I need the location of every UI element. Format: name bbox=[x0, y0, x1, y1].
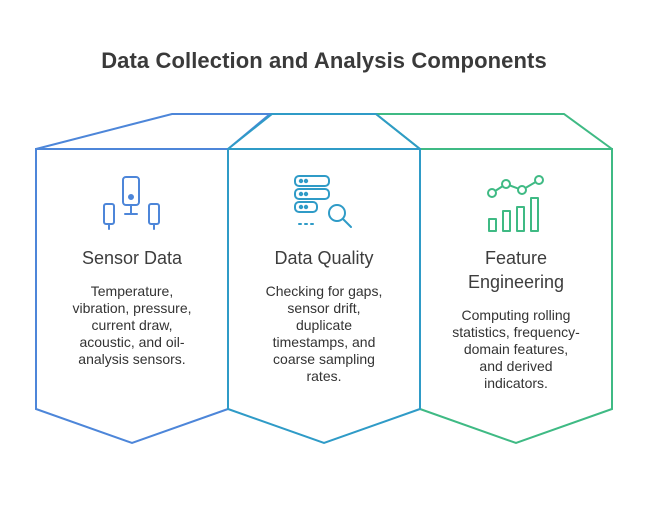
sensor-data-description: Temperature, vibration, pressure, curren… bbox=[72, 283, 192, 367]
sensor-data-heading: Sensor Data bbox=[81, 248, 183, 268]
data-quality-panel-top bbox=[227, 113, 421, 150]
sensors-icon bbox=[103, 176, 160, 230]
sensor-data-panel bbox=[35, 148, 229, 445]
feature-engineering-panel bbox=[419, 148, 613, 445]
diagram-title: Data Collection and Analysis Components bbox=[101, 48, 547, 73]
feature-engineering-panel-top bbox=[373, 113, 613, 150]
data-quality-heading: Data Quality bbox=[274, 248, 374, 268]
data-quality-panel bbox=[227, 148, 421, 445]
feature-engineering-description: Computing rolling statistics, frequency-… bbox=[452, 307, 580, 391]
chart-trend-icon bbox=[487, 175, 544, 232]
database-search-icon bbox=[294, 175, 352, 228]
data-quality-description: Checking for gaps, sensor drift, duplica… bbox=[265, 283, 383, 384]
feature-engineering-heading: Feature Engineering bbox=[467, 248, 565, 292]
